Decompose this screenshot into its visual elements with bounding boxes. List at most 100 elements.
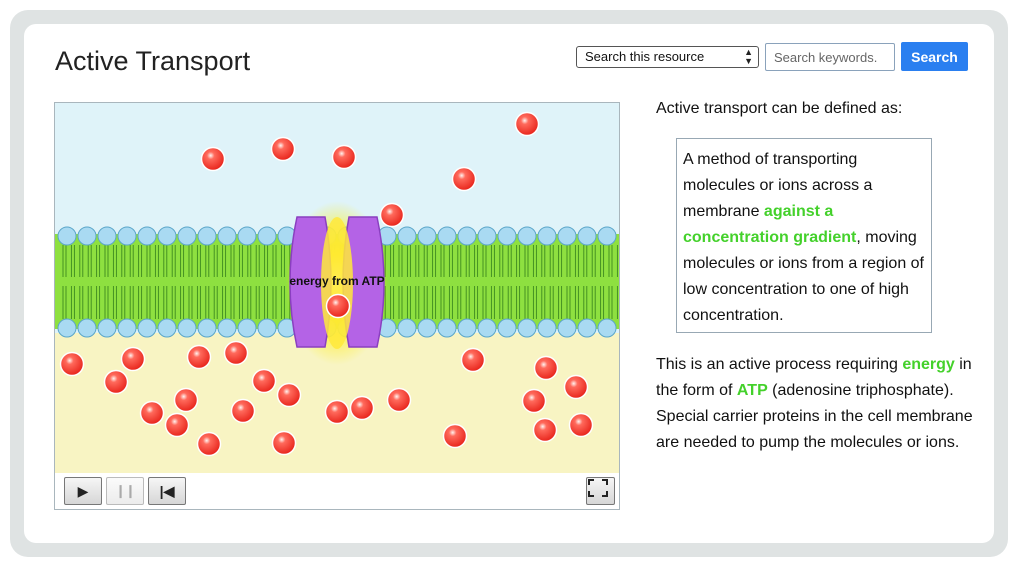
molecule bbox=[324, 399, 350, 425]
lipid-tail bbox=[264, 245, 269, 319]
definition-text-2: , moving molecules or ions from a region… bbox=[683, 229, 924, 324]
phospholipid-head bbox=[77, 318, 97, 338]
play-icon: ▶ bbox=[77, 482, 89, 499]
molecule bbox=[276, 382, 302, 408]
molecule bbox=[223, 340, 249, 366]
molecule bbox=[59, 351, 85, 377]
lipid-tail bbox=[499, 245, 504, 319]
molecule bbox=[325, 293, 351, 319]
molecule bbox=[568, 412, 594, 438]
lipid-tail bbox=[96, 245, 101, 319]
search-keywords-input[interactable] bbox=[765, 43, 895, 71]
skip-to-start-icon: |◀ bbox=[159, 482, 175, 499]
process-text-3: (adenosine triphosphate). Special carrie… bbox=[656, 382, 973, 451]
search-button[interactable]: Search bbox=[901, 42, 968, 71]
play-button[interactable]: ▶ bbox=[64, 477, 102, 505]
molecule bbox=[563, 374, 589, 400]
phospholipid-head bbox=[137, 318, 157, 338]
lipid-tail bbox=[163, 245, 168, 319]
lipid-tail bbox=[558, 245, 563, 319]
phospholipid-head bbox=[117, 318, 137, 338]
lipid-tail bbox=[440, 245, 445, 319]
lipid-tail bbox=[121, 245, 126, 319]
phospholipid-head bbox=[237, 318, 257, 338]
phospholipid-head bbox=[497, 226, 517, 246]
phospholipid-head bbox=[97, 318, 117, 338]
pause-icon: ❙❙ bbox=[115, 483, 136, 498]
phospholipid-head bbox=[197, 318, 217, 338]
phospholipid-head bbox=[397, 226, 417, 246]
lipid-tail bbox=[574, 245, 579, 319]
phospholipid-head bbox=[537, 318, 557, 338]
molecule bbox=[532, 417, 558, 443]
molecule bbox=[164, 412, 190, 438]
phospholipid-head bbox=[497, 318, 517, 338]
phospholipid-head bbox=[397, 318, 417, 338]
phospholipid-head bbox=[77, 226, 97, 246]
phospholipid-head bbox=[217, 318, 237, 338]
lipid-tail bbox=[616, 245, 618, 319]
molecule bbox=[442, 423, 468, 449]
lipid-tail bbox=[230, 245, 235, 319]
molecule bbox=[186, 344, 212, 370]
molecule bbox=[271, 430, 297, 456]
molecule bbox=[251, 368, 277, 394]
definition-box: A method of transporting molecules or io… bbox=[676, 138, 932, 333]
animation-viewer: energy from ATP ▶ ❙❙ |◀ bbox=[54, 102, 620, 510]
definition-intro: Active transport can be defined as: bbox=[656, 100, 903, 117]
lipid-tail bbox=[196, 245, 201, 319]
lipid-tail bbox=[415, 245, 420, 319]
phospholipid-head bbox=[557, 226, 577, 246]
lipid-tail bbox=[255, 245, 260, 319]
page-title: Active Transport bbox=[55, 46, 251, 76]
phospholipid-head bbox=[537, 226, 557, 246]
lipid-tail bbox=[390, 245, 395, 319]
molecule bbox=[139, 400, 165, 426]
phospholipid-head bbox=[157, 226, 177, 246]
lipid-tail bbox=[112, 245, 117, 319]
lipid-tail bbox=[272, 245, 277, 319]
molecule bbox=[514, 111, 540, 137]
restart-button[interactable]: |◀ bbox=[148, 477, 186, 505]
pause-button[interactable]: ❙❙ bbox=[106, 477, 144, 505]
lipid-tail bbox=[247, 245, 252, 319]
phospholipid-head bbox=[457, 318, 477, 338]
phospholipid-head bbox=[477, 318, 497, 338]
molecule bbox=[533, 355, 559, 381]
phospholipid-head bbox=[57, 226, 77, 246]
phospholipid-head bbox=[177, 318, 197, 338]
process-paragraph: This is an active process requiring ener… bbox=[656, 352, 976, 456]
lipid-tail bbox=[129, 245, 134, 319]
lipid-tail bbox=[280, 245, 285, 319]
molecule bbox=[379, 202, 405, 228]
molecule bbox=[386, 387, 412, 413]
phospholipid-head bbox=[177, 226, 197, 246]
phospholipid-head bbox=[237, 226, 257, 246]
lipid-tail bbox=[566, 245, 571, 319]
lipid-tail bbox=[432, 245, 437, 319]
definition-text-1: A method of transporting molecules or io… bbox=[683, 151, 873, 220]
lipid-tail bbox=[516, 245, 521, 319]
molecule bbox=[349, 395, 375, 421]
phospholipid-head bbox=[557, 318, 577, 338]
phospholipid-head bbox=[517, 226, 537, 246]
phospholipid-head bbox=[197, 226, 217, 246]
lipid-tail bbox=[448, 245, 453, 319]
phospholipid-head bbox=[417, 318, 437, 338]
lipid-tail bbox=[79, 245, 84, 319]
phospholipid-head bbox=[517, 318, 537, 338]
phospholipid-head bbox=[417, 226, 437, 246]
phospholipid-head bbox=[57, 318, 77, 338]
lipid-tail bbox=[222, 245, 227, 319]
lipid-tail bbox=[146, 245, 151, 319]
lipid-tail bbox=[591, 245, 596, 319]
lipid-tail bbox=[474, 245, 479, 319]
lipid-tail bbox=[524, 245, 529, 319]
search-scope-value: Search this resource bbox=[585, 49, 705, 64]
molecule bbox=[451, 166, 477, 192]
phospholipid-head bbox=[437, 226, 457, 246]
fullscreen-button[interactable] bbox=[586, 477, 615, 505]
molecule bbox=[200, 146, 226, 172]
search-scope-select[interactable]: Search this resource ▲▼ bbox=[576, 46, 759, 68]
lipid-tail bbox=[213, 245, 218, 319]
